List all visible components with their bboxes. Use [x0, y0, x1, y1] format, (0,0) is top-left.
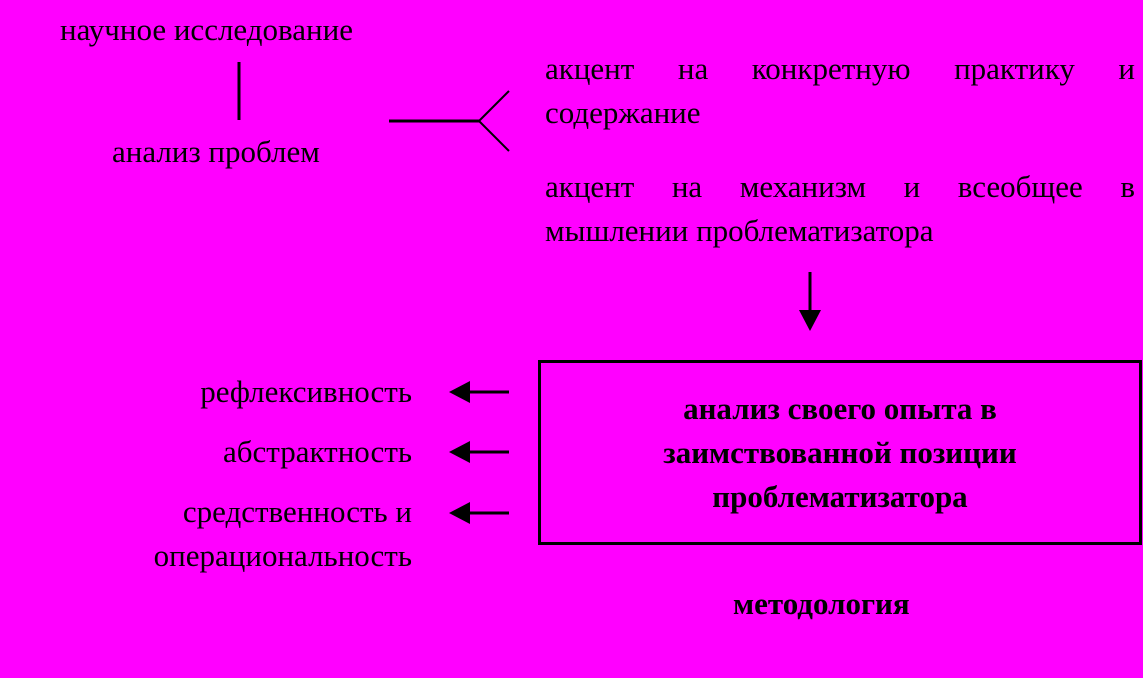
methodology-label: методология	[733, 586, 910, 621]
branch-down	[478, 120, 510, 152]
left-arrow-3	[449, 502, 509, 524]
property-reflexivity: рефлексивность	[200, 374, 412, 409]
down-arrow	[799, 272, 821, 331]
branch-up	[478, 90, 510, 122]
problem-analysis-label: анализ проблем	[112, 134, 320, 169]
accent-mechanism: акцент на механизм и всеобщее в мышлении…	[545, 169, 1135, 248]
left-arrow-1	[449, 381, 509, 403]
left-arrow-2	[449, 441, 509, 463]
property-abstractness: абстрактность	[223, 434, 412, 469]
box-text: анализ своего опыта в заимствованной поз…	[663, 390, 1017, 514]
property-operationality: средственность и операциональность	[153, 494, 412, 573]
accent-practice: акцент на конкретную практику и содержан…	[545, 51, 1135, 130]
experience-analysis-box: анализ своего опыта в заимствованной поз…	[538, 360, 1142, 545]
research-label: научное исследование	[60, 12, 353, 47]
